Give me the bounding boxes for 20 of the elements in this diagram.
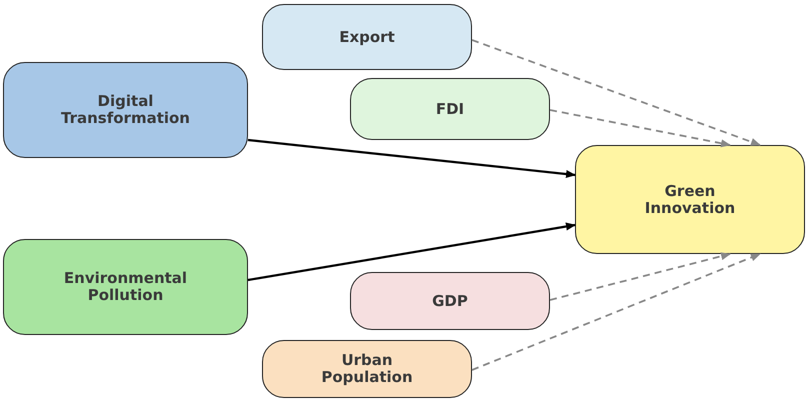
node-label: Export [338,28,396,46]
rounded-box [262,340,472,398]
arrow [550,109,731,148]
rounded-box [3,239,248,335]
rounded-box [350,272,550,330]
node-label: FDI [434,100,466,118]
node-label: GDP [431,292,469,310]
arrow [248,222,576,282]
rounded-box [575,145,805,254]
arrow [472,253,761,371]
rounded-box [350,78,550,140]
arrow [472,39,761,146]
arrow [550,252,731,301]
node-label: Digital Transformation [60,93,191,127]
node-label: Environmental Pollution [62,270,188,304]
rounded-box [3,62,248,158]
arrow [248,138,576,178]
rounded-box [262,4,472,70]
node-label: Green Innovation [644,182,736,216]
node-label: Urban Population [320,352,414,386]
